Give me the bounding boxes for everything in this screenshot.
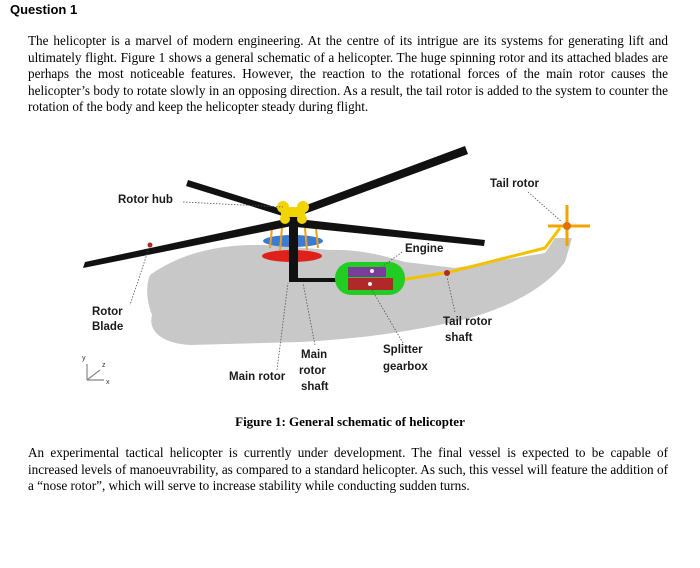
pitch-links bbox=[269, 227, 319, 251]
label-main-rotor-shaft-3: shaft bbox=[301, 381, 329, 393]
label-tail-rotor: Tail rotor bbox=[490, 178, 540, 190]
axis-x-label: x bbox=[106, 379, 110, 386]
main-rotor-blades bbox=[83, 146, 485, 268]
label-main-rotor: Main rotor bbox=[229, 371, 286, 383]
body-paragraph: An experimental tactical helicopter is c… bbox=[28, 445, 668, 494]
label-engine: Engine bbox=[405, 243, 443, 255]
leader-lines bbox=[129, 191, 563, 371]
engine-pin bbox=[370, 269, 374, 273]
label-rotor-blade-2: Blade bbox=[92, 321, 123, 333]
shaft-coupling bbox=[444, 270, 450, 276]
label-splitter-gearbox-1: Splitter bbox=[383, 344, 423, 356]
label-tail-rotor-shaft-2: shaft bbox=[445, 332, 473, 344]
label-main-rotor-shaft-1: Main bbox=[301, 349, 327, 361]
axis-y-label: y bbox=[82, 355, 86, 362]
main-rotor-shaft bbox=[289, 212, 298, 282]
intro-paragraph: The helicopter is a marvel of modern eng… bbox=[28, 33, 668, 115]
tail-rotor-shaft bbox=[394, 227, 562, 283]
figure-caption: Figure 1: General schematic of helicopte… bbox=[235, 414, 465, 429]
coordinate-axes bbox=[86, 364, 104, 381]
label-splitter-gearbox-2: gearbox bbox=[383, 361, 428, 373]
label-rotor-hub: Rotor hub bbox=[118, 194, 173, 206]
axis-z-label: z bbox=[102, 362, 106, 369]
engine-block bbox=[348, 267, 386, 277]
label-main-rotor-shaft-2: rotor bbox=[299, 365, 326, 377]
label-rotor-blade-1: Rotor bbox=[92, 306, 123, 318]
label-tail-rotor-shaft-1: Tail rotor bbox=[443, 316, 493, 328]
gearbox-pin bbox=[368, 282, 372, 286]
tail-rotor-hub bbox=[563, 222, 571, 230]
question-title: Question 1 bbox=[10, 2, 78, 17]
